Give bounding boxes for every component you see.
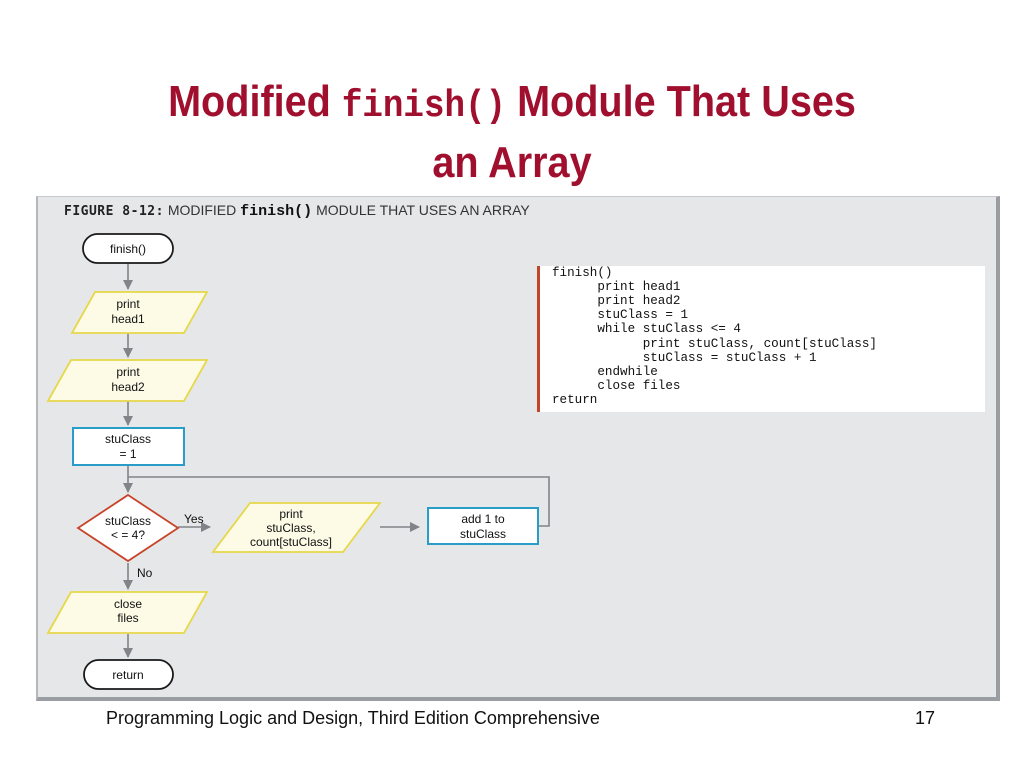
page-number: 17 xyxy=(915,708,936,728)
init-line2: = 1 xyxy=(119,447,136,461)
figure-caption-code: finish() xyxy=(240,203,313,220)
print-head1-line1: print xyxy=(116,297,140,311)
increment-process xyxy=(427,507,539,545)
close-files-io xyxy=(46,591,209,634)
print-head1-line2: head1 xyxy=(111,312,145,326)
slide-title: Modified finish() Module That Uses an Ar… xyxy=(51,74,973,191)
figure-caption-post: MODULE THAT USES AN ARRAY xyxy=(316,202,530,218)
increment-line1: add 1 to xyxy=(461,512,505,526)
figure-label: FIGURE 8-12: xyxy=(64,204,164,219)
pseudocode-box: finish() print head1 print head2 stuClas… xyxy=(537,266,985,412)
increment-line2: stuClass xyxy=(460,527,506,541)
code-line: print head1 xyxy=(552,280,681,294)
code-line: endwhile xyxy=(552,365,658,379)
close-line2: files xyxy=(117,611,138,625)
code-line: finish() xyxy=(552,266,613,280)
decision-line2: < = 4? xyxy=(111,528,145,542)
print-loop-line2: stuClass, xyxy=(266,521,315,535)
print-head2-line2: head2 xyxy=(111,380,145,394)
code-line: print stuClass, count[stuClass] xyxy=(552,337,877,351)
return-label: return xyxy=(112,668,143,682)
code-line: stuClass = stuClass + 1 xyxy=(552,351,817,365)
print-head2-io xyxy=(46,359,209,402)
init-process xyxy=(72,427,185,466)
title-code: finish() xyxy=(341,85,507,128)
return-terminal xyxy=(83,659,174,690)
print-loop-line1: print xyxy=(279,507,303,521)
flow-connectors xyxy=(123,263,550,658)
loop-back-line xyxy=(128,476,550,527)
start-label: finish() xyxy=(110,242,146,256)
figure-caption-pre: MODIFIED xyxy=(167,202,237,218)
title-line-1: Modified finish() Module That Uses xyxy=(51,74,973,135)
loop-decision xyxy=(76,493,180,563)
footer-text: Programming Logic and Design, Third Edit… xyxy=(106,708,600,728)
print-loop-io xyxy=(211,502,382,553)
init-line1: stuClass xyxy=(105,432,151,446)
code-line: return xyxy=(552,393,598,407)
print-loop-line3: count[stuClass] xyxy=(250,535,332,549)
title-part-1: Modified xyxy=(168,77,331,126)
print-head1-io xyxy=(70,291,209,334)
print-head2-line1: print xyxy=(116,365,140,379)
code-line: stuClass = 1 xyxy=(552,308,689,322)
no-label: No xyxy=(137,566,153,580)
decision-line1: stuClass xyxy=(105,514,151,528)
close-line1: close xyxy=(114,597,142,611)
figure-caption: FIGURE 8-12: MODIFIED finish() MODULE TH… xyxy=(64,202,530,220)
code-line: while stuClass <= 4 xyxy=(552,322,741,336)
title-line-2: an Array xyxy=(432,138,592,187)
yes-label: Yes xyxy=(184,512,204,526)
code-line: print head2 xyxy=(552,294,681,308)
code-line: close files xyxy=(552,379,681,393)
title-part-2: Module That Uses xyxy=(517,77,856,126)
start-terminal xyxy=(82,233,174,264)
